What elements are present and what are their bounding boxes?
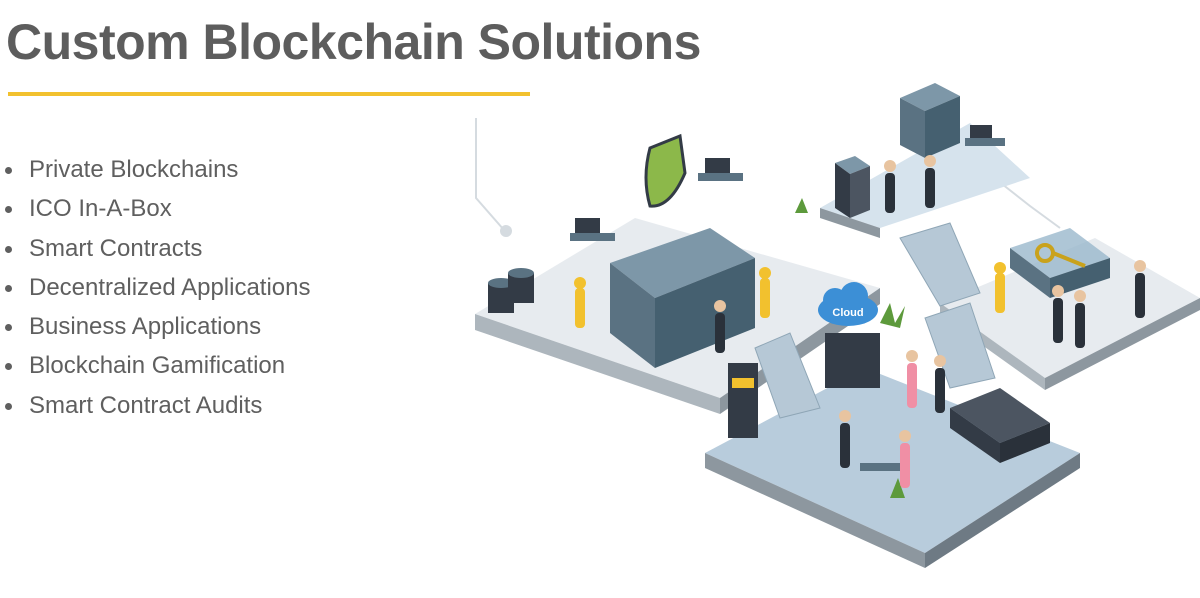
list-item: Blockchain Gamification — [0, 346, 311, 385]
cloud-icon: Cloud — [818, 282, 878, 326]
bullet-icon — [5, 402, 12, 410]
sofa — [950, 388, 1050, 463]
list-item-label: Smart Contracts — [29, 234, 203, 262]
isometric-office-illustration: Cloud — [475, 83, 1200, 568]
bullet-icon — [5, 363, 12, 371]
list-item-label: Blockchain Gamification — [29, 352, 286, 380]
staircases — [754, 222, 996, 419]
page-title: Custom Blockchain Solutions — [6, 14, 701, 70]
list-item-label: ICO In-A-Box — [29, 195, 172, 223]
list-item: Business Applications — [0, 307, 311, 346]
list-item: Private Blockchains — [0, 150, 311, 189]
solutions-list: Private Blockchains ICO In-A-Box Smart C… — [0, 150, 311, 425]
title-underline — [8, 92, 530, 96]
desk-with-monitor — [570, 125, 1005, 471]
cloud-label: Cloud — [832, 307, 863, 319]
lounge-platform — [705, 368, 1080, 568]
list-item: ICO In-A-Box — [0, 189, 311, 228]
list-item-label: Private Blockchains — [29, 156, 239, 183]
bullet-icon — [5, 324, 12, 332]
shield-icon — [644, 133, 687, 208]
list-item: Decentralized Applications — [0, 268, 311, 307]
bullet-icon — [5, 245, 12, 253]
bookshelves — [728, 333, 880, 438]
bullet-icon — [5, 167, 12, 174]
data-storage-cylinders — [488, 268, 534, 313]
server-racks — [610, 83, 960, 368]
potted-plants — [795, 198, 905, 498]
bullet-icon — [5, 206, 12, 214]
list-item-label: Smart Contract Audits — [29, 391, 263, 419]
list-item-label: Business Applications — [29, 313, 262, 341]
bullet-icon — [5, 284, 12, 292]
people — [574, 155, 1146, 488]
list-item: Smart Contracts — [0, 229, 311, 268]
key-vault — [1010, 228, 1110, 298]
list-item-label: Decentralized Applications — [29, 273, 311, 301]
network-lines — [475, 118, 1061, 237]
list-item: Smart Contract Audits — [0, 386, 311, 425]
